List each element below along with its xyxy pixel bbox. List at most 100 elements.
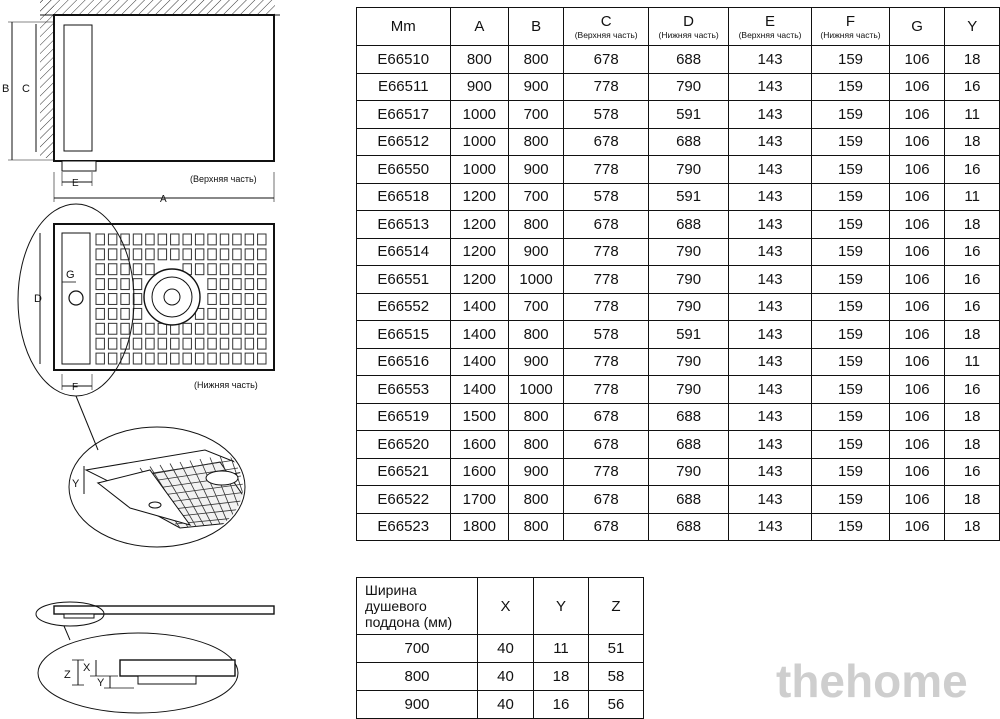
- rib-cell: [145, 337, 155, 350]
- perspective-ellipse: [68, 426, 246, 548]
- rib-cell: [95, 322, 105, 335]
- rib-cell: [145, 233, 155, 246]
- specs-row-cell: 790: [648, 155, 729, 184]
- specs-row-cell: 1400: [449, 292, 510, 321]
- specs-row-cell: 1500: [449, 402, 510, 431]
- rib-cell: [145, 263, 155, 276]
- specs-row-cell: E66518: [356, 182, 451, 211]
- specs-row-cell: 106: [888, 292, 946, 321]
- rib-cell: [107, 278, 118, 291]
- specs-row-cell: 1400: [449, 347, 510, 376]
- rib-cell: [132, 248, 143, 261]
- specs-row-cell: 778: [562, 237, 650, 266]
- specs-row-cell: 800: [508, 512, 564, 541]
- specs-row-cell: 688: [648, 45, 729, 74]
- rib-cell: [219, 248, 230, 261]
- specs-row-cell: 143: [727, 430, 813, 459]
- specs-row-cell: 143: [727, 210, 813, 239]
- central-drain-center: [163, 288, 181, 306]
- rib-cell: [182, 352, 192, 365]
- specs-row-cell: 143: [727, 237, 813, 266]
- specs-row-cell: 578: [562, 320, 650, 349]
- specs-row-cell: 900: [508, 72, 564, 101]
- specs-row-cell: 18: [944, 127, 1000, 156]
- widths-header-x: X: [477, 577, 534, 635]
- rib-cell: [145, 248, 155, 261]
- rib-cell: [194, 337, 205, 350]
- specs-row-cell: 143: [727, 402, 813, 431]
- zoom-foot: [137, 675, 197, 685]
- specs-row-cell: 1000: [449, 100, 510, 129]
- specs-row-cell: 778: [562, 155, 650, 184]
- rib-cell: [257, 307, 267, 320]
- specs-row-cell: 106: [888, 72, 946, 101]
- rib-cell: [182, 233, 192, 246]
- rib-cell: [95, 278, 105, 291]
- wall-hatch-top: [40, 0, 275, 15]
- rib-cell: [145, 352, 155, 365]
- specs-row-cell: 678: [562, 45, 650, 74]
- specs-row-cell: 688: [648, 210, 729, 239]
- specs-header-cell: Y: [944, 7, 1000, 46]
- persp-rib: [250, 452, 268, 520]
- specs-row-cell: 143: [727, 292, 813, 321]
- dim-z-label: Z: [64, 669, 71, 681]
- widths-row-cell: 700: [356, 634, 478, 663]
- specs-row-cell: 678: [562, 485, 650, 514]
- widths-header-z: Z: [588, 577, 644, 635]
- specs-row-cell: 678: [562, 127, 650, 156]
- persp-rib: [169, 463, 205, 526]
- rib-cell: [244, 233, 255, 246]
- specs-row-cell: 159: [811, 320, 890, 349]
- specs-row-cell: 688: [648, 402, 729, 431]
- persp-drain: [205, 470, 239, 486]
- side-tray-slab: [53, 605, 275, 615]
- dim-a-label: A: [160, 194, 167, 205]
- rib-cell: [194, 307, 205, 320]
- specs-row-cell: E66510: [356, 45, 451, 74]
- rib-cell: [244, 337, 255, 350]
- rib-cell: [120, 322, 130, 335]
- specs-row-cell: 800: [508, 320, 564, 349]
- rib-cell: [107, 337, 118, 350]
- specs-row-cell: 800: [449, 45, 510, 74]
- rib-cell: [207, 337, 217, 350]
- top-view-caption: (Верхняя часть): [190, 174, 257, 184]
- specs-row-cell: E66516: [356, 347, 451, 376]
- rib-cell: [132, 337, 143, 350]
- rib-cell: [107, 233, 118, 246]
- dim-d-label: D: [34, 293, 42, 305]
- specs-row-cell: 16: [944, 155, 1000, 184]
- channel-hole: [148, 501, 162, 509]
- rib-cell: [257, 293, 267, 305]
- specs-row-cell: 159: [811, 347, 890, 376]
- specs-header-cell: B: [508, 7, 564, 46]
- rib-cell: [232, 307, 242, 320]
- rib-cell: [244, 248, 255, 261]
- rib-cell: [132, 263, 143, 276]
- specs-row-cell: E66523: [356, 512, 451, 541]
- specs-row-cell: 900: [508, 237, 564, 266]
- rib-cell: [95, 352, 105, 365]
- persp-rib: [159, 491, 243, 504]
- specs-row-cell: 18: [944, 512, 1000, 541]
- specs-row-cell: 1600: [449, 430, 510, 459]
- rib-cell: [182, 322, 192, 335]
- rib-cell: [207, 278, 217, 291]
- tray-foot: [61, 160, 97, 172]
- specs-row-cell: E66522: [356, 485, 451, 514]
- bottom-view-caption: (Нижняя часть): [194, 380, 258, 390]
- leader-line-2: [63, 625, 71, 641]
- specs-row-cell: 159: [811, 155, 890, 184]
- specs-row-cell: E66513: [356, 210, 451, 239]
- specs-row-cell: 1200: [449, 210, 510, 239]
- widths-row-cell: 18: [533, 662, 589, 691]
